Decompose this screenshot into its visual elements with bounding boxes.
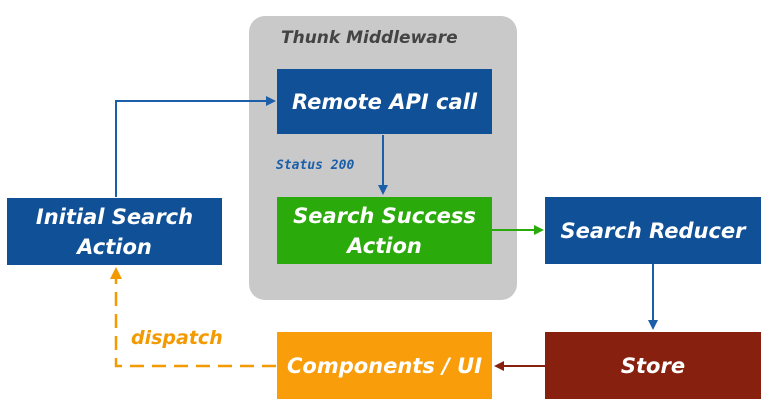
search-success-action-node: Search Success Action [277,197,492,264]
status-200-label: Status 200 [276,158,355,173]
initial-search-action-node: Initial Search Action [7,198,222,265]
store-label: Store [620,353,686,378]
search-success-action-label: Search Success Action [293,203,476,258]
edge-dispatch [110,267,276,368]
store-node: Store [545,332,761,399]
search-reducer-node: Search Reducer [545,197,761,264]
search-reducer-label: Search Reducer [560,218,746,243]
remote-api-call-label: Remote API call [291,89,478,114]
components-ui-node: Components / UI [277,332,492,399]
components-ui-label: Components / UI [286,353,483,378]
dispatch-label: dispatch [131,327,223,349]
thunk-middleware-title: Thunk Middleware [281,28,458,48]
remote-api-call-node: Remote API call [277,69,492,134]
initial-search-action-label: Initial Search Action [35,204,194,259]
edge-initial-to-remote [115,96,276,197]
